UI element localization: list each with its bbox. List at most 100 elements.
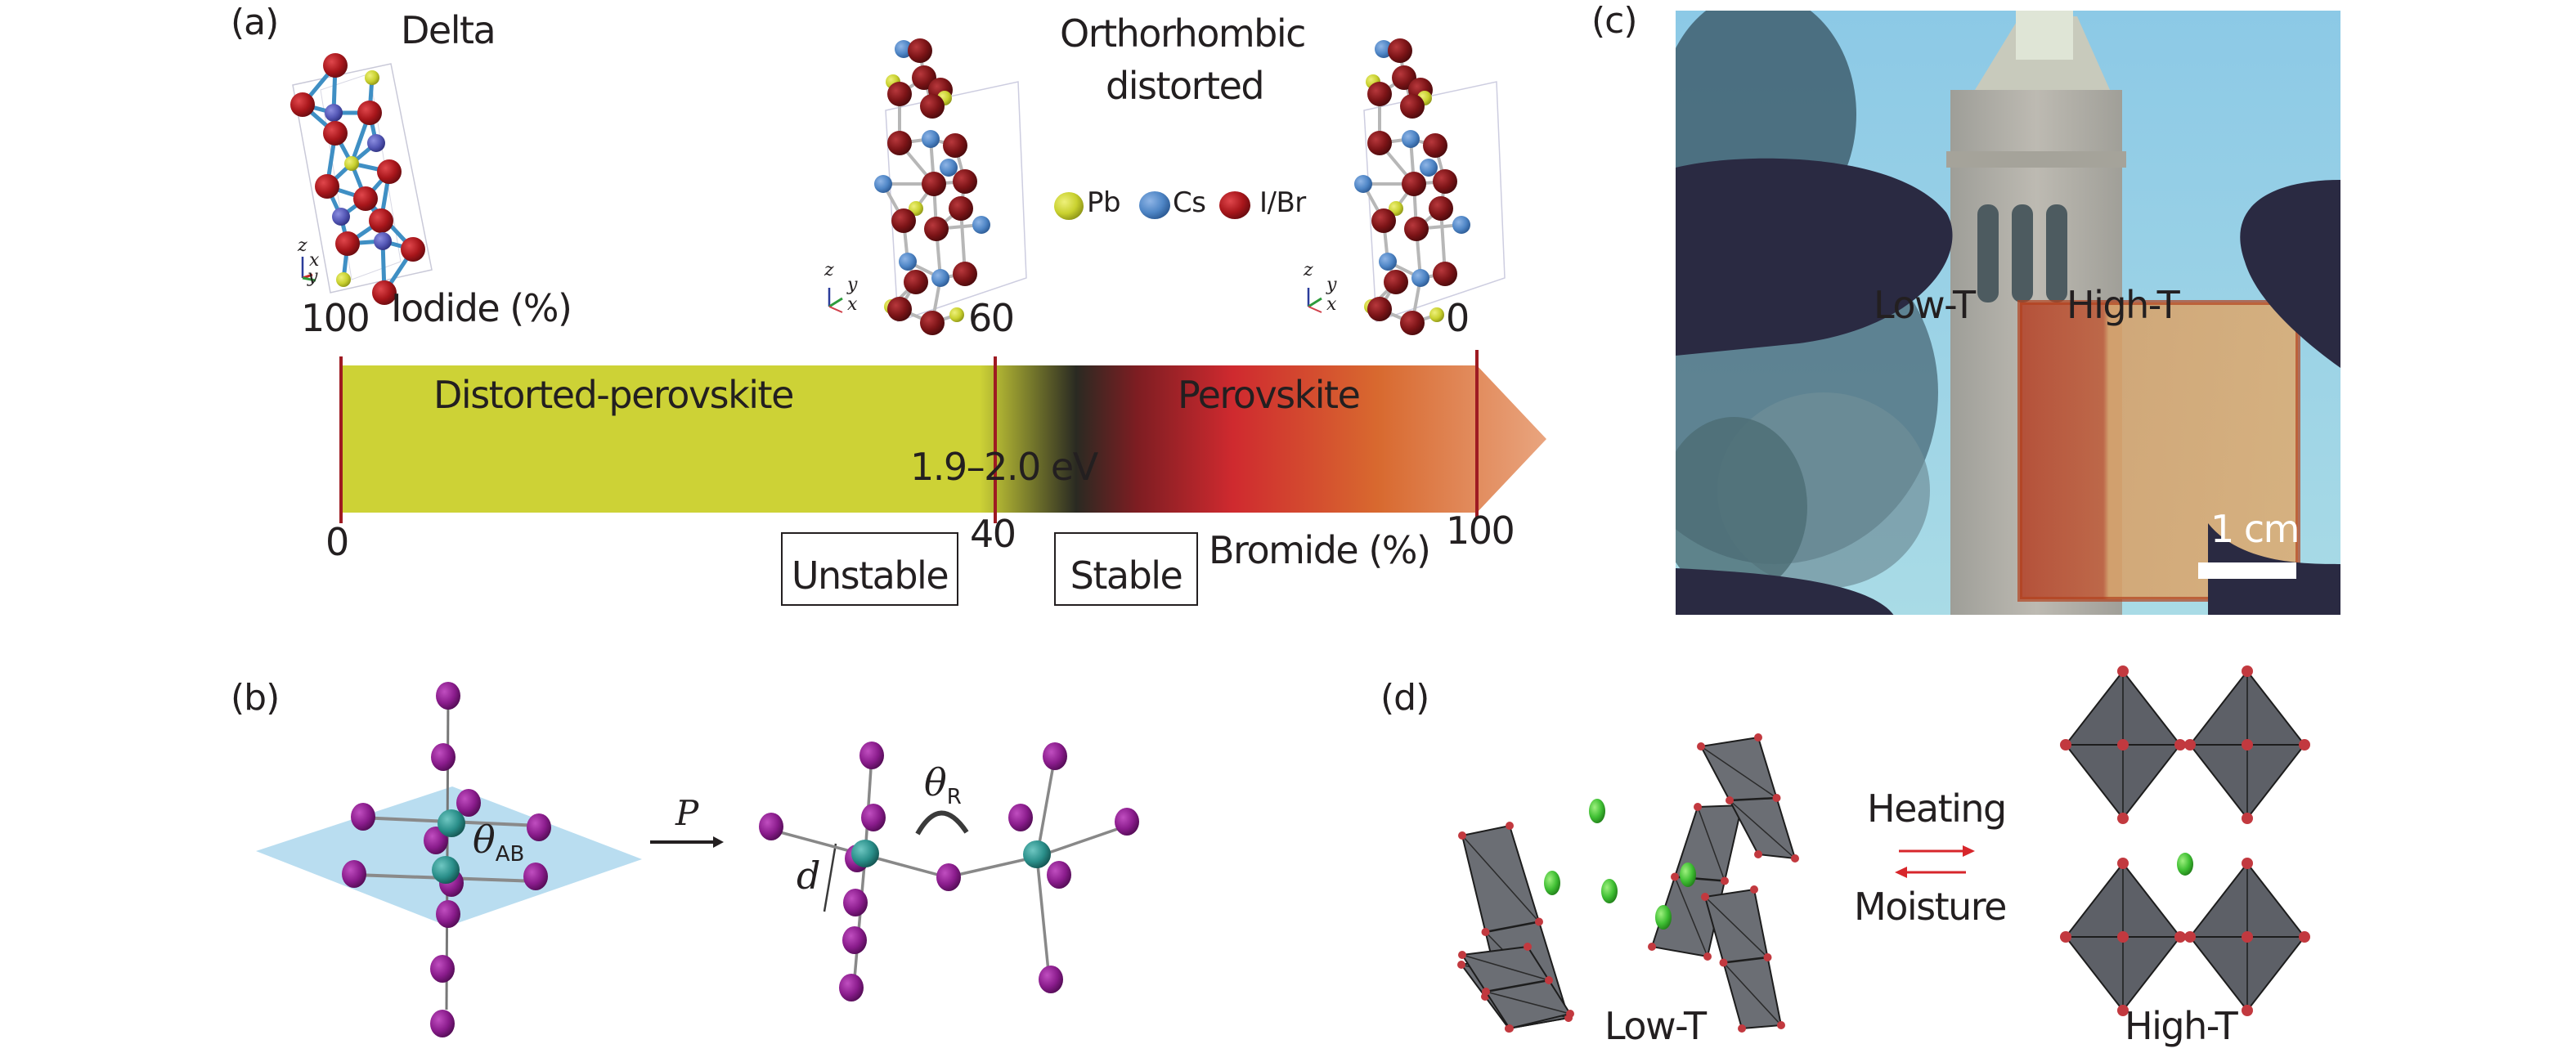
atom: [874, 175, 892, 193]
bond: [946, 855, 1038, 879]
scale-bar: [2198, 562, 2296, 579]
atom: [353, 186, 378, 211]
bond: [852, 854, 867, 988]
halide-atom: [861, 804, 886, 831]
axis-triad-2: [828, 288, 843, 313]
moisture-label: Moisture: [1854, 885, 2007, 929]
atom: [924, 217, 949, 241]
panel-b-label: (b): [231, 677, 280, 719]
atom: [972, 216, 990, 234]
photo-thin-film: [1676, 11, 2340, 615]
atom: [904, 270, 928, 294]
edge: [1697, 806, 1726, 881]
vertex-atom: [2117, 931, 2129, 943]
distance-label: d: [797, 854, 821, 898]
atom: [1388, 38, 1412, 63]
pressure-label: P: [675, 793, 699, 833]
vertex-atom: [2117, 739, 2129, 751]
legend-label-ibr: I/Br: [1259, 186, 1306, 219]
atom: [1423, 133, 1447, 158]
vertex-atom: [1791, 854, 1799, 863]
atom: [949, 196, 973, 221]
legend-swatch-cs: [1139, 191, 1170, 219]
atom: [931, 269, 949, 287]
panel-b-diagram: [256, 682, 1139, 1037]
atom: [943, 133, 967, 158]
atom: [323, 53, 348, 78]
bond: [1036, 824, 1128, 858]
stable-label: Stable: [1070, 553, 1183, 598]
vertex-atom: [2242, 858, 2253, 869]
halide-atom: [1008, 804, 1033, 831]
vertex-atom: [1738, 1024, 1746, 1033]
vertex-atom: [2117, 858, 2129, 869]
vertex-atom: [1777, 1021, 1785, 1029]
vertex-atom: [2060, 931, 2071, 943]
theta-ab-label: θAB: [473, 818, 524, 867]
vertex-atom: [1535, 917, 1543, 926]
bromide-axis-label: Bromide (%): [1209, 528, 1431, 572]
photo-high-t-label: High-T: [2067, 283, 2180, 327]
panel-c-label: (c): [1591, 0, 1638, 42]
atom: [1354, 175, 1372, 193]
vertex-atom: [1506, 1024, 1514, 1033]
edge: [1674, 876, 1708, 957]
bond: [1035, 856, 1051, 980]
vertex-atom: [1721, 876, 1729, 885]
atom: [344, 156, 359, 171]
atom: [374, 232, 392, 250]
vertex-atom: [2184, 739, 2196, 751]
theta-ab-symbol: θ: [473, 818, 496, 862]
atom: [367, 134, 385, 152]
atom: [1404, 217, 1429, 241]
atom: [1411, 269, 1429, 287]
vertex-atom: [2242, 813, 2253, 824]
iodide-tick-100: 100: [301, 296, 370, 340]
theta-r-label: θR: [924, 760, 962, 809]
atom: [922, 130, 940, 148]
atom: [377, 159, 402, 184]
atom: [949, 307, 964, 322]
edge: [1485, 921, 1540, 934]
photo-low-t-label: Low-T: [1874, 283, 1976, 327]
atom: [1420, 159, 1438, 177]
axis-triad-2-y: y: [847, 275, 858, 295]
low-t-block-4: [1697, 733, 1799, 863]
halide-atom: [527, 813, 551, 841]
bromide-tick-40: 40: [970, 512, 1016, 556]
metal-atom: [851, 840, 879, 867]
vertex-atom: [2184, 931, 2196, 943]
phase-delta-title: Delta: [401, 8, 496, 52]
atom: [315, 174, 339, 199]
axis-triad-2-x: x: [847, 294, 858, 315]
atom: [922, 172, 946, 196]
phase-ortho-title-line2: distorted: [1106, 64, 1265, 108]
atom: [1433, 169, 1457, 194]
vertex-atom: [2242, 665, 2253, 677]
stable-box: Stable: [1054, 532, 1198, 606]
bandgap-label: 1.9–2.0 eV: [910, 445, 1098, 489]
panel-a: [290, 38, 1546, 523]
vertex-atom: [1457, 961, 1465, 969]
atom: [953, 169, 977, 194]
halide-atom: [936, 863, 961, 891]
edge: [1700, 746, 1777, 799]
halide-atom: [842, 926, 867, 954]
halide-atom: [351, 803, 375, 831]
atom: [401, 237, 425, 262]
atom: [1367, 297, 1392, 321]
atom: [1433, 262, 1457, 286]
vertex-atom: [2242, 931, 2253, 943]
atom: [1367, 82, 1392, 106]
halide-atom: [342, 860, 366, 888]
metal-atom: [1023, 840, 1051, 868]
atom: [1400, 94, 1425, 119]
vertex-atom: [1481, 928, 1490, 936]
bromide-tick-0: 0: [325, 520, 349, 564]
atom: [365, 70, 379, 85]
orthorhombic-crystal-60: [874, 38, 1027, 335]
halide-atom: [456, 789, 481, 817]
atom: [1367, 131, 1392, 155]
region-distorted-perovskite: Distorted-perovskite: [433, 373, 794, 417]
panel-d-label: (d): [1380, 677, 1429, 719]
